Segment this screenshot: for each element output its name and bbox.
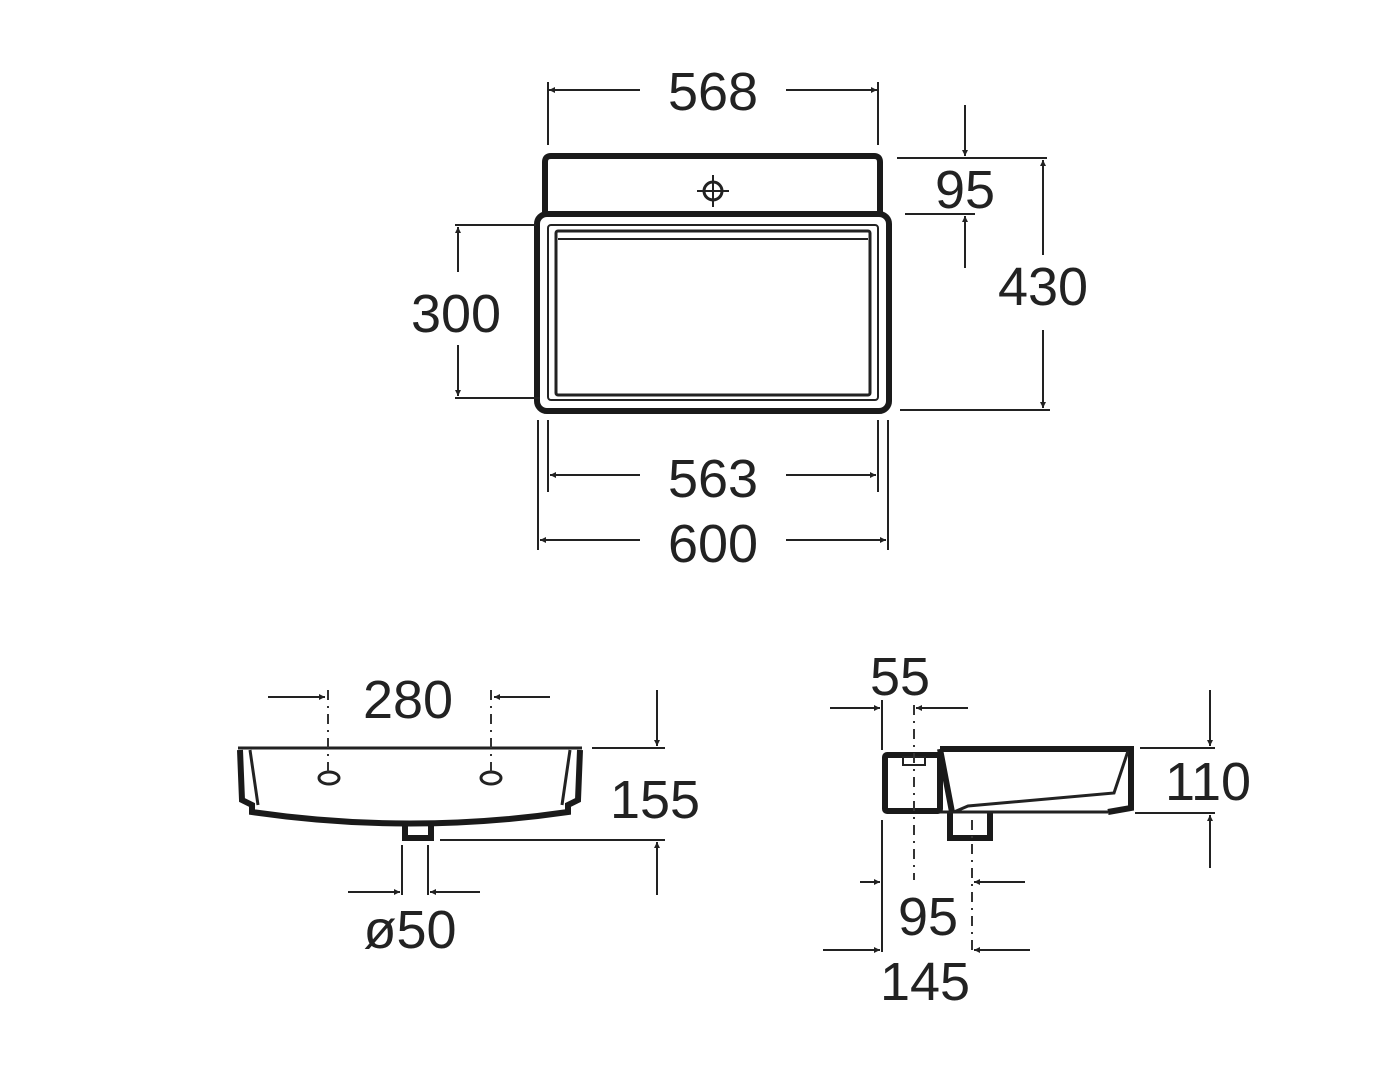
tap-hole-icon: [697, 175, 729, 207]
dim-ledge-width: 568: [668, 62, 758, 122]
back-ledge-outline: [542, 153, 883, 214]
dim-hole-offset: 55: [870, 647, 930, 707]
tap-ledge-section: [882, 752, 943, 814]
dim-total-width: 600: [668, 514, 758, 574]
dim-waste-offset: 95: [898, 887, 958, 947]
dim-total-depth: 430: [998, 257, 1088, 317]
dim-overall-depth: 145: [880, 952, 970, 1012]
top-view: 568 95 430 300 563 600: [411, 62, 1088, 574]
tap-hole-right: [479, 770, 503, 786]
dim-side-height: 110: [1165, 752, 1251, 812]
side-view: 55 110 95 145: [823, 647, 1251, 1012]
dim-bowl-width: 563: [668, 449, 758, 509]
side-waste-outlet: [947, 812, 993, 841]
basin-inner: [554, 229, 872, 397]
dim-ledge-depth: 95: [935, 160, 995, 220]
dim-front-height: 155: [610, 770, 700, 830]
waste-outlet: [402, 826, 434, 841]
bowl-outer-outline: [534, 211, 892, 414]
front-view: 280 155 ø50: [237, 670, 700, 960]
tap-hole-left: [317, 770, 341, 786]
dim-bowl-depth: 300: [411, 284, 501, 344]
dim-waste-diameter: ø50: [363, 900, 456, 960]
bowl-rim-inner: [547, 224, 879, 401]
dim-tap-hole-spacing: 280: [363, 670, 453, 730]
